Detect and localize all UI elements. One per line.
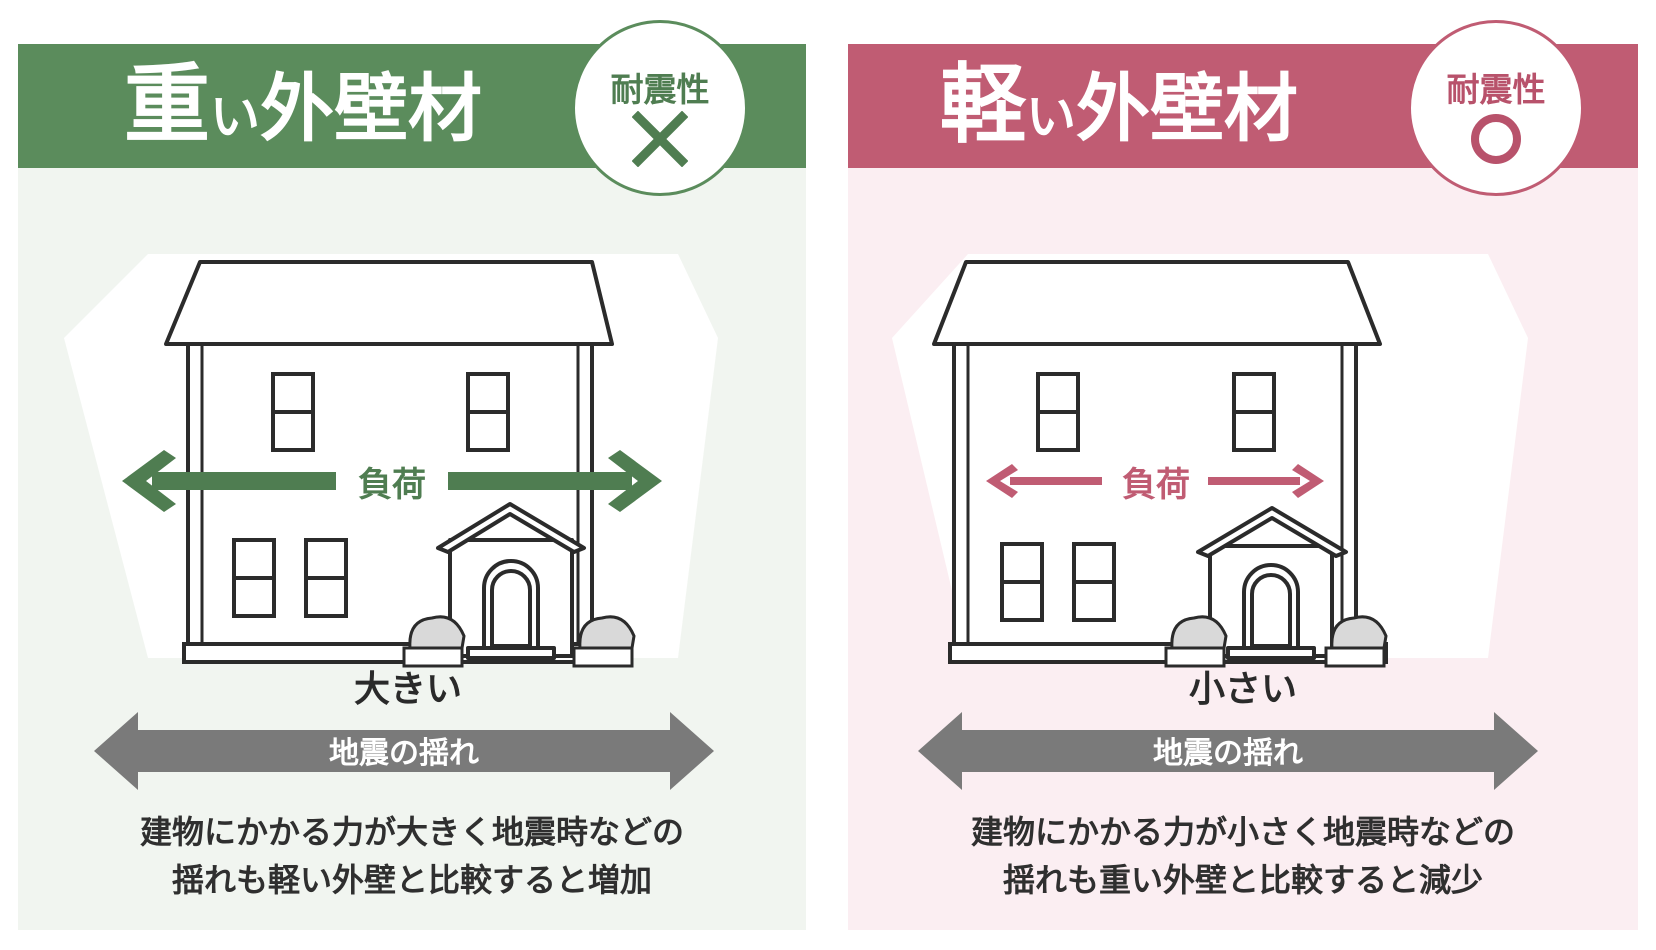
description-line-1: 建物にかかる力が大きく地震時などの bbox=[139, 813, 684, 851]
bush bbox=[402, 615, 636, 668]
roof bbox=[932, 260, 1382, 346]
title-kana: い bbox=[210, 88, 260, 146]
description: 建物にかかる力が大きく地震時などの 揺れも軽い外壁と比較すると増加 bbox=[18, 808, 806, 904]
title-tail: 外壁材 bbox=[1076, 66, 1298, 152]
heavy-wall-panel: 重い外壁材 耐震性 bbox=[18, 20, 806, 930]
size-label: 小さい bbox=[1188, 669, 1297, 710]
window bbox=[232, 372, 510, 618]
circle-icon bbox=[1468, 111, 1524, 171]
title-tail: 外壁材 bbox=[260, 66, 482, 152]
porch bbox=[436, 502, 586, 660]
badge-label: 耐震性 bbox=[610, 70, 710, 109]
description-line-1: 建物にかかる力が小さく地震時などの bbox=[970, 813, 1515, 851]
load-label-bg bbox=[338, 458, 446, 506]
description: 建物にかかる力が小さく地震時などの 揺れも重い外壁と比較すると減少 bbox=[848, 808, 1638, 904]
title-main-char: 重 bbox=[124, 55, 210, 155]
description-line-2: 揺れも軽い外壁と比較すると増加 bbox=[171, 861, 652, 899]
description-line-2: 揺れも重い外壁と比較すると減少 bbox=[1002, 861, 1483, 899]
load-label: 負荷 bbox=[1122, 465, 1190, 505]
load-label-bg bbox=[1104, 458, 1208, 506]
porch bbox=[1196, 506, 1348, 660]
seismic-badge: 耐震性 bbox=[1408, 20, 1584, 196]
window bbox=[1000, 372, 1276, 622]
roof bbox=[164, 260, 614, 346]
house-illustration: 負荷 bbox=[892, 254, 1528, 668]
load-arrow bbox=[986, 464, 1324, 498]
load-arrow bbox=[122, 450, 662, 512]
house-illustration: 負荷 bbox=[64, 254, 718, 668]
title-main-char: 軽 bbox=[940, 55, 1026, 155]
seismic-badge: 耐震性 bbox=[572, 20, 748, 196]
load-label: 負荷 bbox=[358, 465, 426, 505]
quake-arrow: 地震の揺れ bbox=[94, 712, 714, 794]
quake-label: 地震の揺れ bbox=[1153, 736, 1303, 771]
panel-title: 重い外壁材 bbox=[124, 62, 482, 148]
cross-icon bbox=[631, 110, 689, 171]
bush bbox=[1164, 615, 1388, 668]
title-kana: い bbox=[1026, 88, 1076, 146]
badge-label: 耐震性 bbox=[1446, 70, 1546, 109]
quake-label: 地震の揺れ bbox=[329, 736, 479, 771]
light-wall-panel: 軽い外壁材 耐震性 bbox=[848, 20, 1638, 930]
quake-arrow: 地震の揺れ bbox=[918, 712, 1538, 794]
size-label: 大きい bbox=[353, 669, 462, 710]
panel-title: 軽い外壁材 bbox=[940, 62, 1298, 148]
